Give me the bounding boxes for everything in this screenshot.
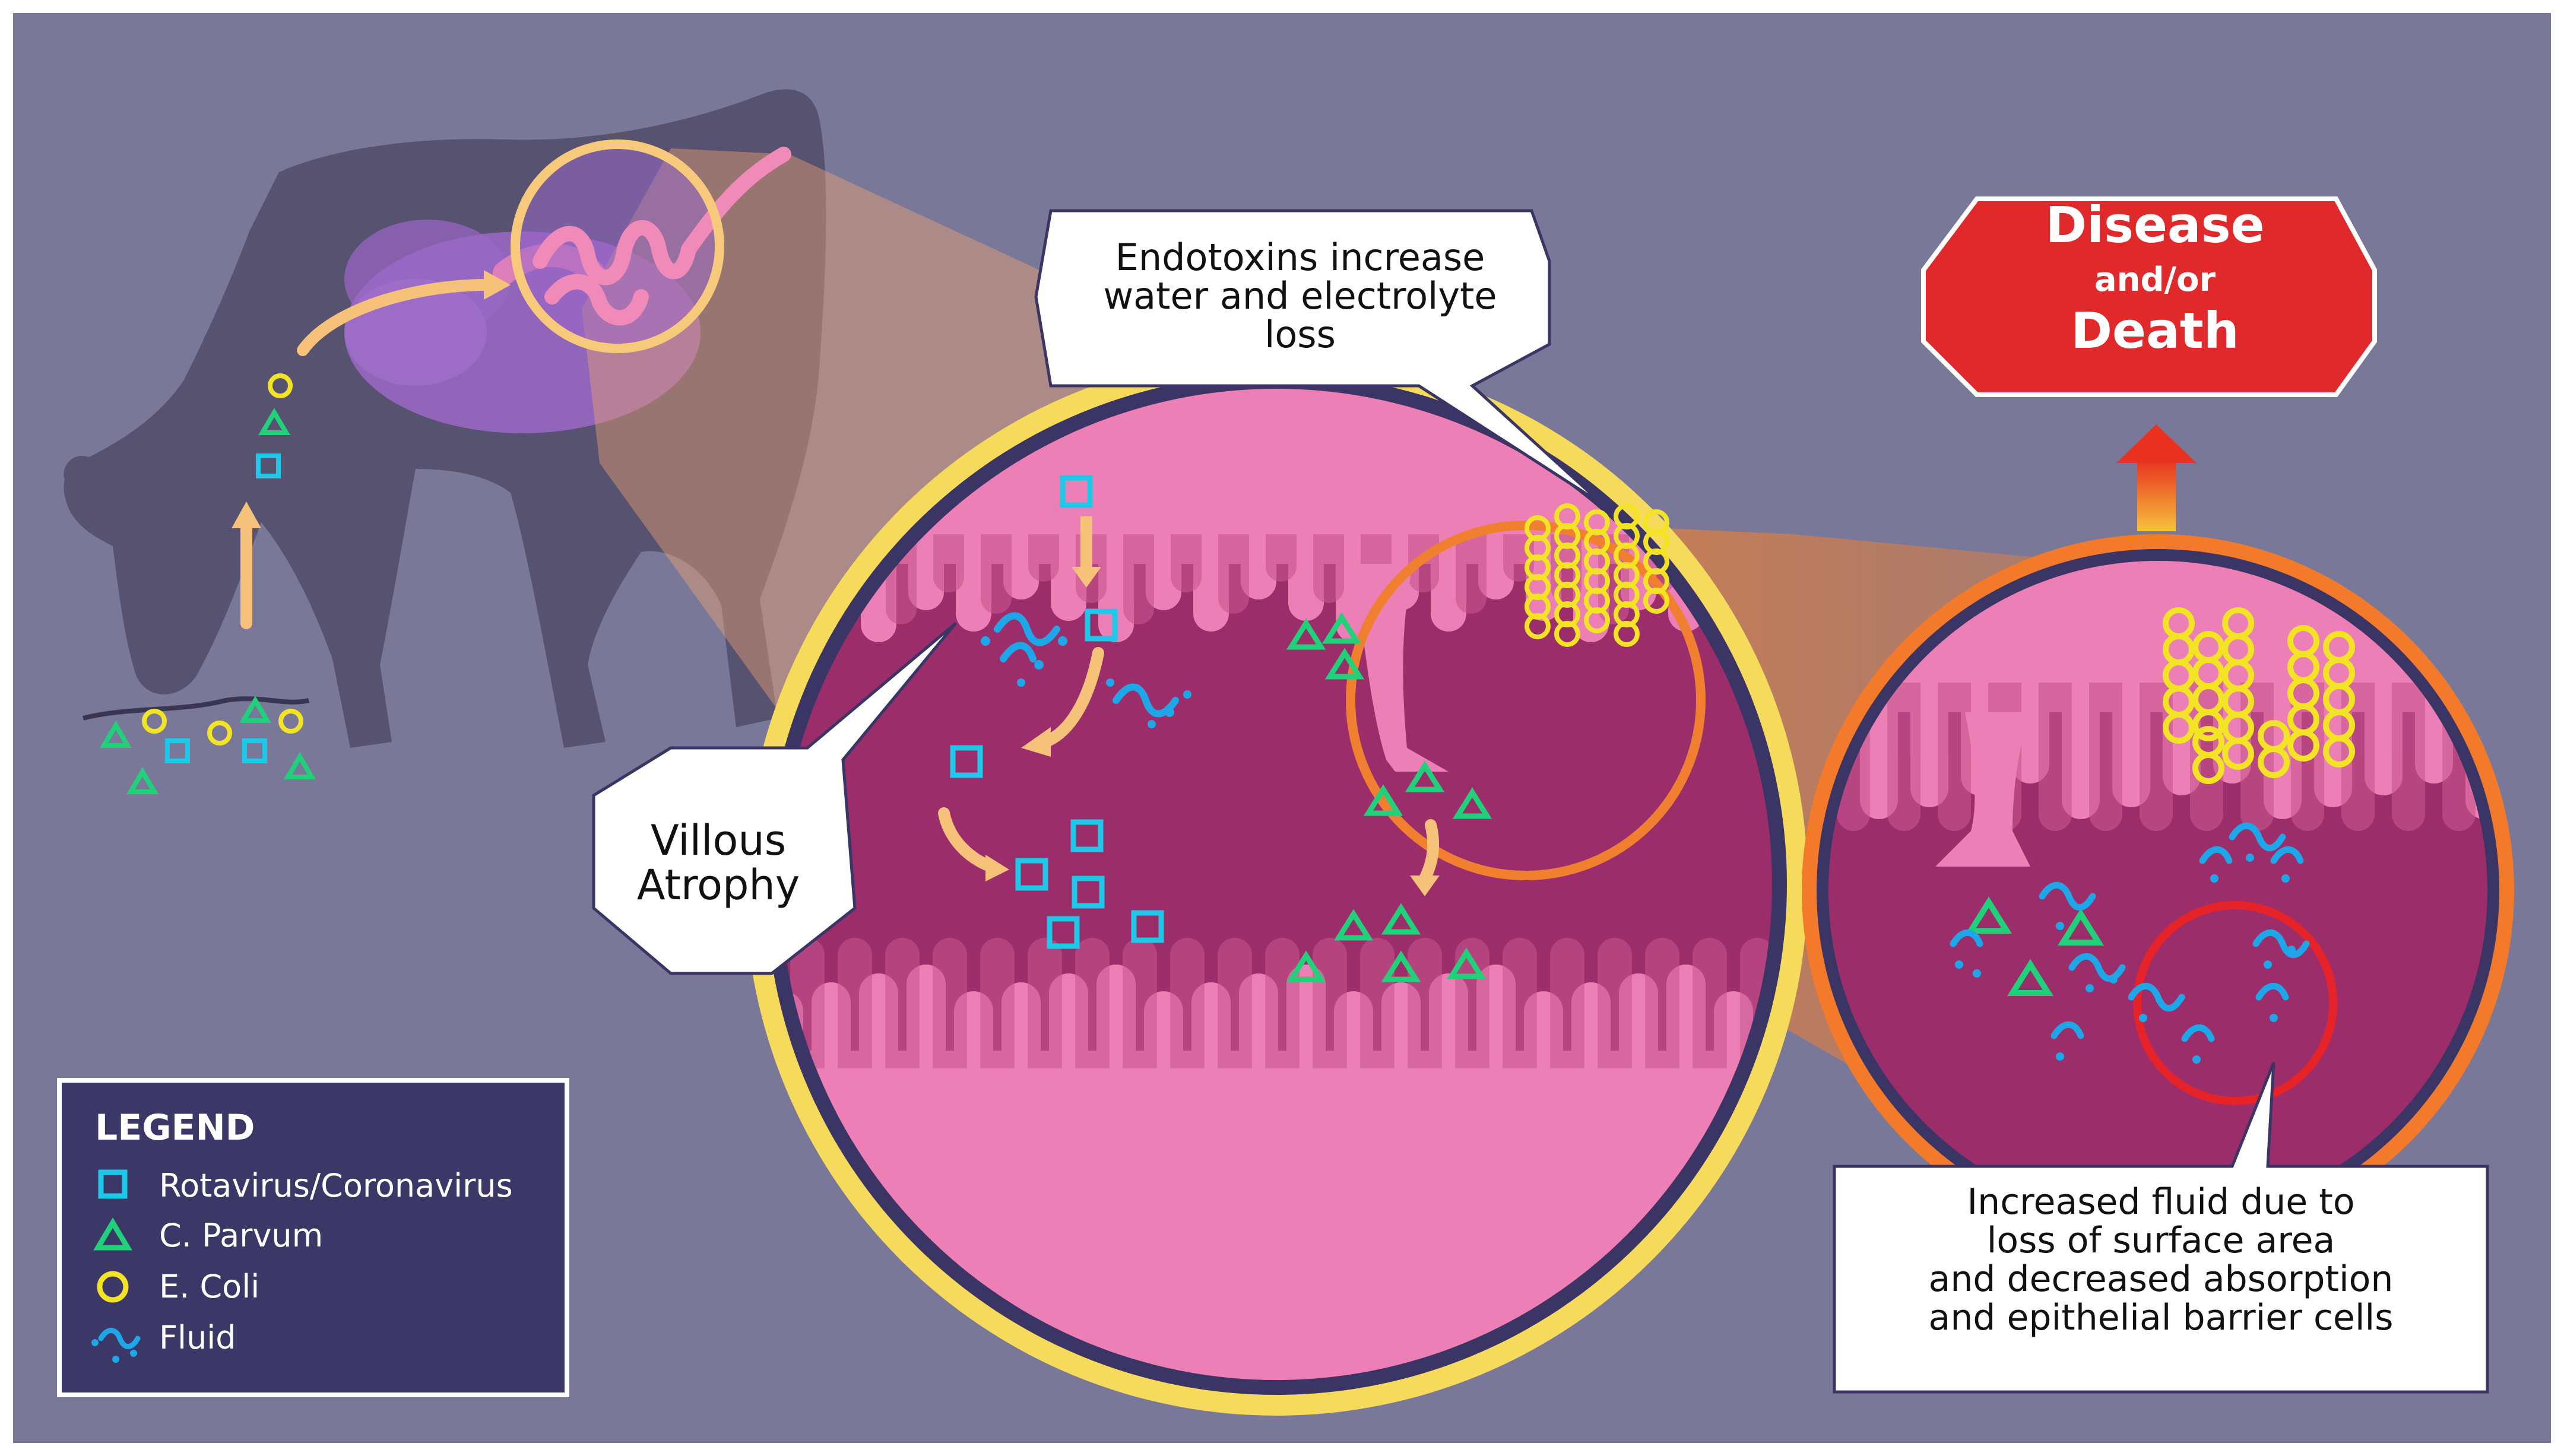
circle-icon [97, 1271, 129, 1303]
villus-shadow [1503, 938, 1537, 1068]
villous-line-1: Villous [651, 816, 786, 865]
ecoli-cell [2323, 735, 2355, 767]
villus-shadow [1408, 938, 1442, 1068]
villus-shadow [2341, 683, 2375, 831]
villus-shadow [1938, 683, 1971, 831]
right-pathogens [1950, 607, 2355, 1064]
legend-item-rotavirus: Rotavirus/Coronavirus [159, 1167, 513, 1204]
villus-shadow [838, 938, 872, 1068]
villus-shadow [1360, 938, 1394, 1068]
legend: LEGEND Rotavirus/Coronavirus C. Parvum E… [57, 1078, 569, 1397]
villus-shadow [981, 534, 1012, 614]
mid-pathogens [938, 475, 1669, 982]
villous-atrophy-callout: Villous Atrophy [592, 622, 957, 975]
square-icon [98, 1169, 128, 1199]
villus-shadow [885, 938, 920, 1068]
villus-shadow [2240, 683, 2274, 831]
right-ecoli-chain [2163, 607, 2355, 784]
ecoli-cell [1614, 621, 1640, 647]
fluid-icon [91, 1328, 141, 1363]
outcome-line-1: Disease [2045, 196, 2264, 254]
villus-shadow [1123, 534, 1154, 624]
endotoxins-callout: Endotoxins increase water and electrolyt… [1034, 209, 1604, 506]
fluid-line-2: loss of surface area [1987, 1220, 2335, 1261]
fluid-line-1: Increased fluid due to [1967, 1181, 2354, 1223]
villus-shadow [1266, 534, 1297, 582]
villus-shadow [1028, 938, 1062, 1068]
legend-title: LEGEND [95, 1107, 255, 1149]
villus-shadow [1028, 534, 1059, 582]
intestine-magnifier [511, 139, 791, 353]
villus-shadow [1265, 938, 1300, 1068]
villus-shadow [1171, 534, 1202, 592]
villus-shadow [933, 534, 964, 592]
ecoli-cell [2163, 712, 2195, 744]
ecoli-cell [2258, 746, 2290, 778]
legend-item-cparvum: C. Parvum [159, 1217, 323, 1254]
outcome-arrow [2116, 424, 2197, 531]
outcome-line-2: and/or [2094, 261, 2216, 299]
outcome-line-3: Death [2071, 302, 2239, 360]
villus-shadow [1123, 938, 1157, 1068]
legend-item-ecoli: E. Coli [159, 1268, 259, 1305]
villus-shadow [1456, 534, 1487, 614]
villus-shadow [1887, 683, 1920, 831]
triangle-icon [93, 1217, 132, 1251]
villus-shadow [1598, 938, 1632, 1068]
villus-shadow [2089, 683, 2122, 831]
villus-shadow [1693, 938, 1727, 1068]
villus-shadow [1645, 938, 1679, 1068]
fluid-line-4: and epithelial barrier cells [1929, 1297, 2394, 1338]
villus-shadow [933, 938, 967, 1068]
villus-shadow [1313, 938, 1347, 1068]
villus-shadow [1170, 938, 1205, 1068]
ecoli-cell [1643, 588, 1669, 614]
ecoli-cell [1584, 607, 1610, 633]
endotoxins-line-2: water and electrolyte [1103, 274, 1497, 318]
ecoli-cell [1554, 621, 1580, 647]
legend-panel [57, 1078, 569, 1397]
ingestion-path [232, 270, 511, 629]
mid-ecoli-chain [1525, 503, 1669, 647]
villous-line-2: Atrophy [637, 861, 800, 909]
villus-shadow [2392, 683, 2425, 831]
ecoli-cell [2222, 738, 2254, 770]
villus-shadow [980, 938, 1015, 1068]
villus-shadow [2140, 683, 2173, 831]
endotoxins-line-3: loss [1264, 313, 1336, 356]
legend-item-fluid: Fluid [159, 1319, 236, 1356]
villus-shadow [1218, 938, 1252, 1068]
fluid-callout: Increased fluid due to loss of surface a… [1833, 1062, 2489, 1394]
ecoli-cell [1525, 613, 1551, 639]
villus-shadow [1075, 938, 1110, 1068]
ecoli-cell [2287, 729, 2319, 762]
ecoli-cell [2192, 709, 2224, 741]
villus-shadow [1218, 534, 1249, 614]
zoom-beam-1 [582, 148, 1354, 718]
ecoli-cell [2192, 752, 2224, 784]
lower-villi-shadow [790, 938, 1772, 1068]
villus-shadow [1455, 938, 1489, 1068]
villus-shadow [2039, 683, 2072, 831]
villus-shadow [1313, 534, 1344, 603]
outcome-banner: Disease and/or Death [1921, 196, 2377, 397]
fluid-line-3: and decreased absorption [1929, 1258, 2394, 1300]
villus-shadow [1550, 938, 1584, 1068]
endotoxins-line-1: Endotoxins increase [1115, 236, 1485, 279]
ground-pathogens [83, 696, 316, 794]
